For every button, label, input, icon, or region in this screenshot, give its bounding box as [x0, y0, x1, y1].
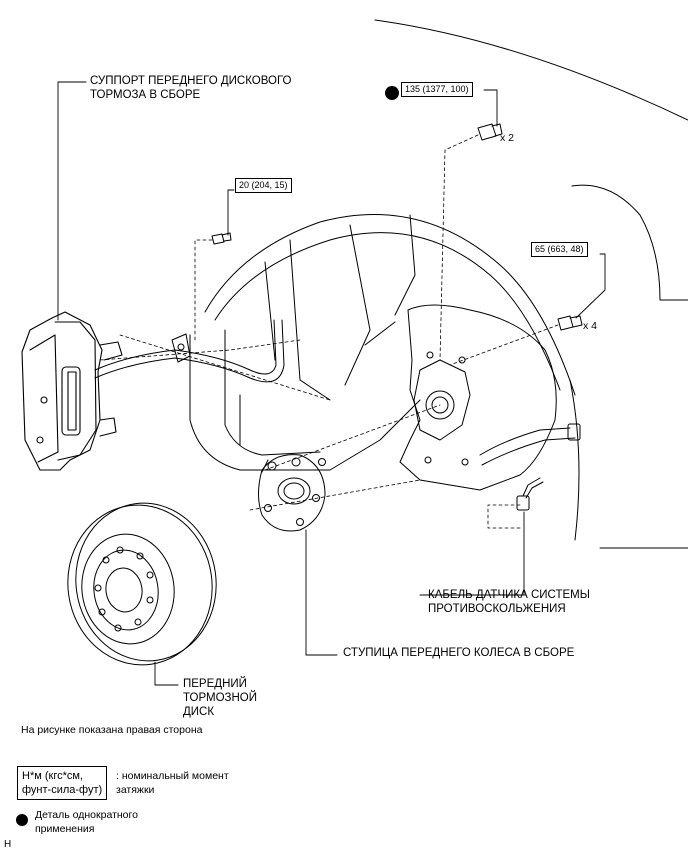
footer-mark: H: [4, 839, 12, 850]
hub-label: СТУПИЦА ПЕРЕДНЕГО КОЛЕСА В СБОРЕ: [343, 647, 575, 659]
disc-label: ПЕРЕДНИЙ ТОРМОЗНОЙ ДИСК: [183, 678, 257, 718]
sensor-cable-label: КАБЕЛЬ ДАТЧИКА СИСТЕМЫ ПРОТИВОСКОЛЬЖЕНИЯ: [428, 589, 590, 615]
legend-single-use-text: Деталь однократного применения: [35, 809, 138, 835]
single-use-marker: [385, 86, 399, 100]
brake-hose: [94, 319, 285, 383]
hub-bolt-icon: [477, 123, 503, 141]
front-wheel-hub: [258, 454, 326, 532]
hub-bolts-quantity: x 2: [500, 132, 515, 144]
legend-torque-unit-box: Н*м (кгс*см, фунт-сила-фут): [17, 766, 108, 800]
side-note: На рисунке показана правая сторона: [21, 724, 203, 736]
leader-lines: [57, 81, 606, 686]
legend-torque-description: : номинальный момент затяжки: [116, 770, 229, 796]
speed-sensor: [516, 477, 544, 511]
caliper-label: СУППОРТ ПЕРЕДНЕГО ДИСКОВОГО ТОРМОЗА В СБ…: [90, 75, 292, 101]
assembly-guide-lines: [99, 134, 559, 529]
body-panel-outline: [374, 19, 688, 549]
torque-spec-knuckle-bolts: 65 (663, 48): [531, 242, 588, 257]
knuckle-bolt-icon: [557, 315, 583, 331]
brake-disc: [67, 502, 217, 666]
legend-single-use-icon: [16, 814, 28, 826]
torque-spec-hub-bolts: 135 (1377, 100): [401, 82, 473, 97]
torque-spec-caliper-bolt: 20 (204, 15): [235, 178, 292, 193]
wheel-arch-liner: [189, 213, 576, 471]
caliper-bolt-icon: [211, 232, 232, 245]
steering-knuckle: [399, 304, 581, 491]
brake-caliper: [21, 311, 123, 471]
knuckle-bolts-quantity: x 4: [583, 320, 598, 332]
